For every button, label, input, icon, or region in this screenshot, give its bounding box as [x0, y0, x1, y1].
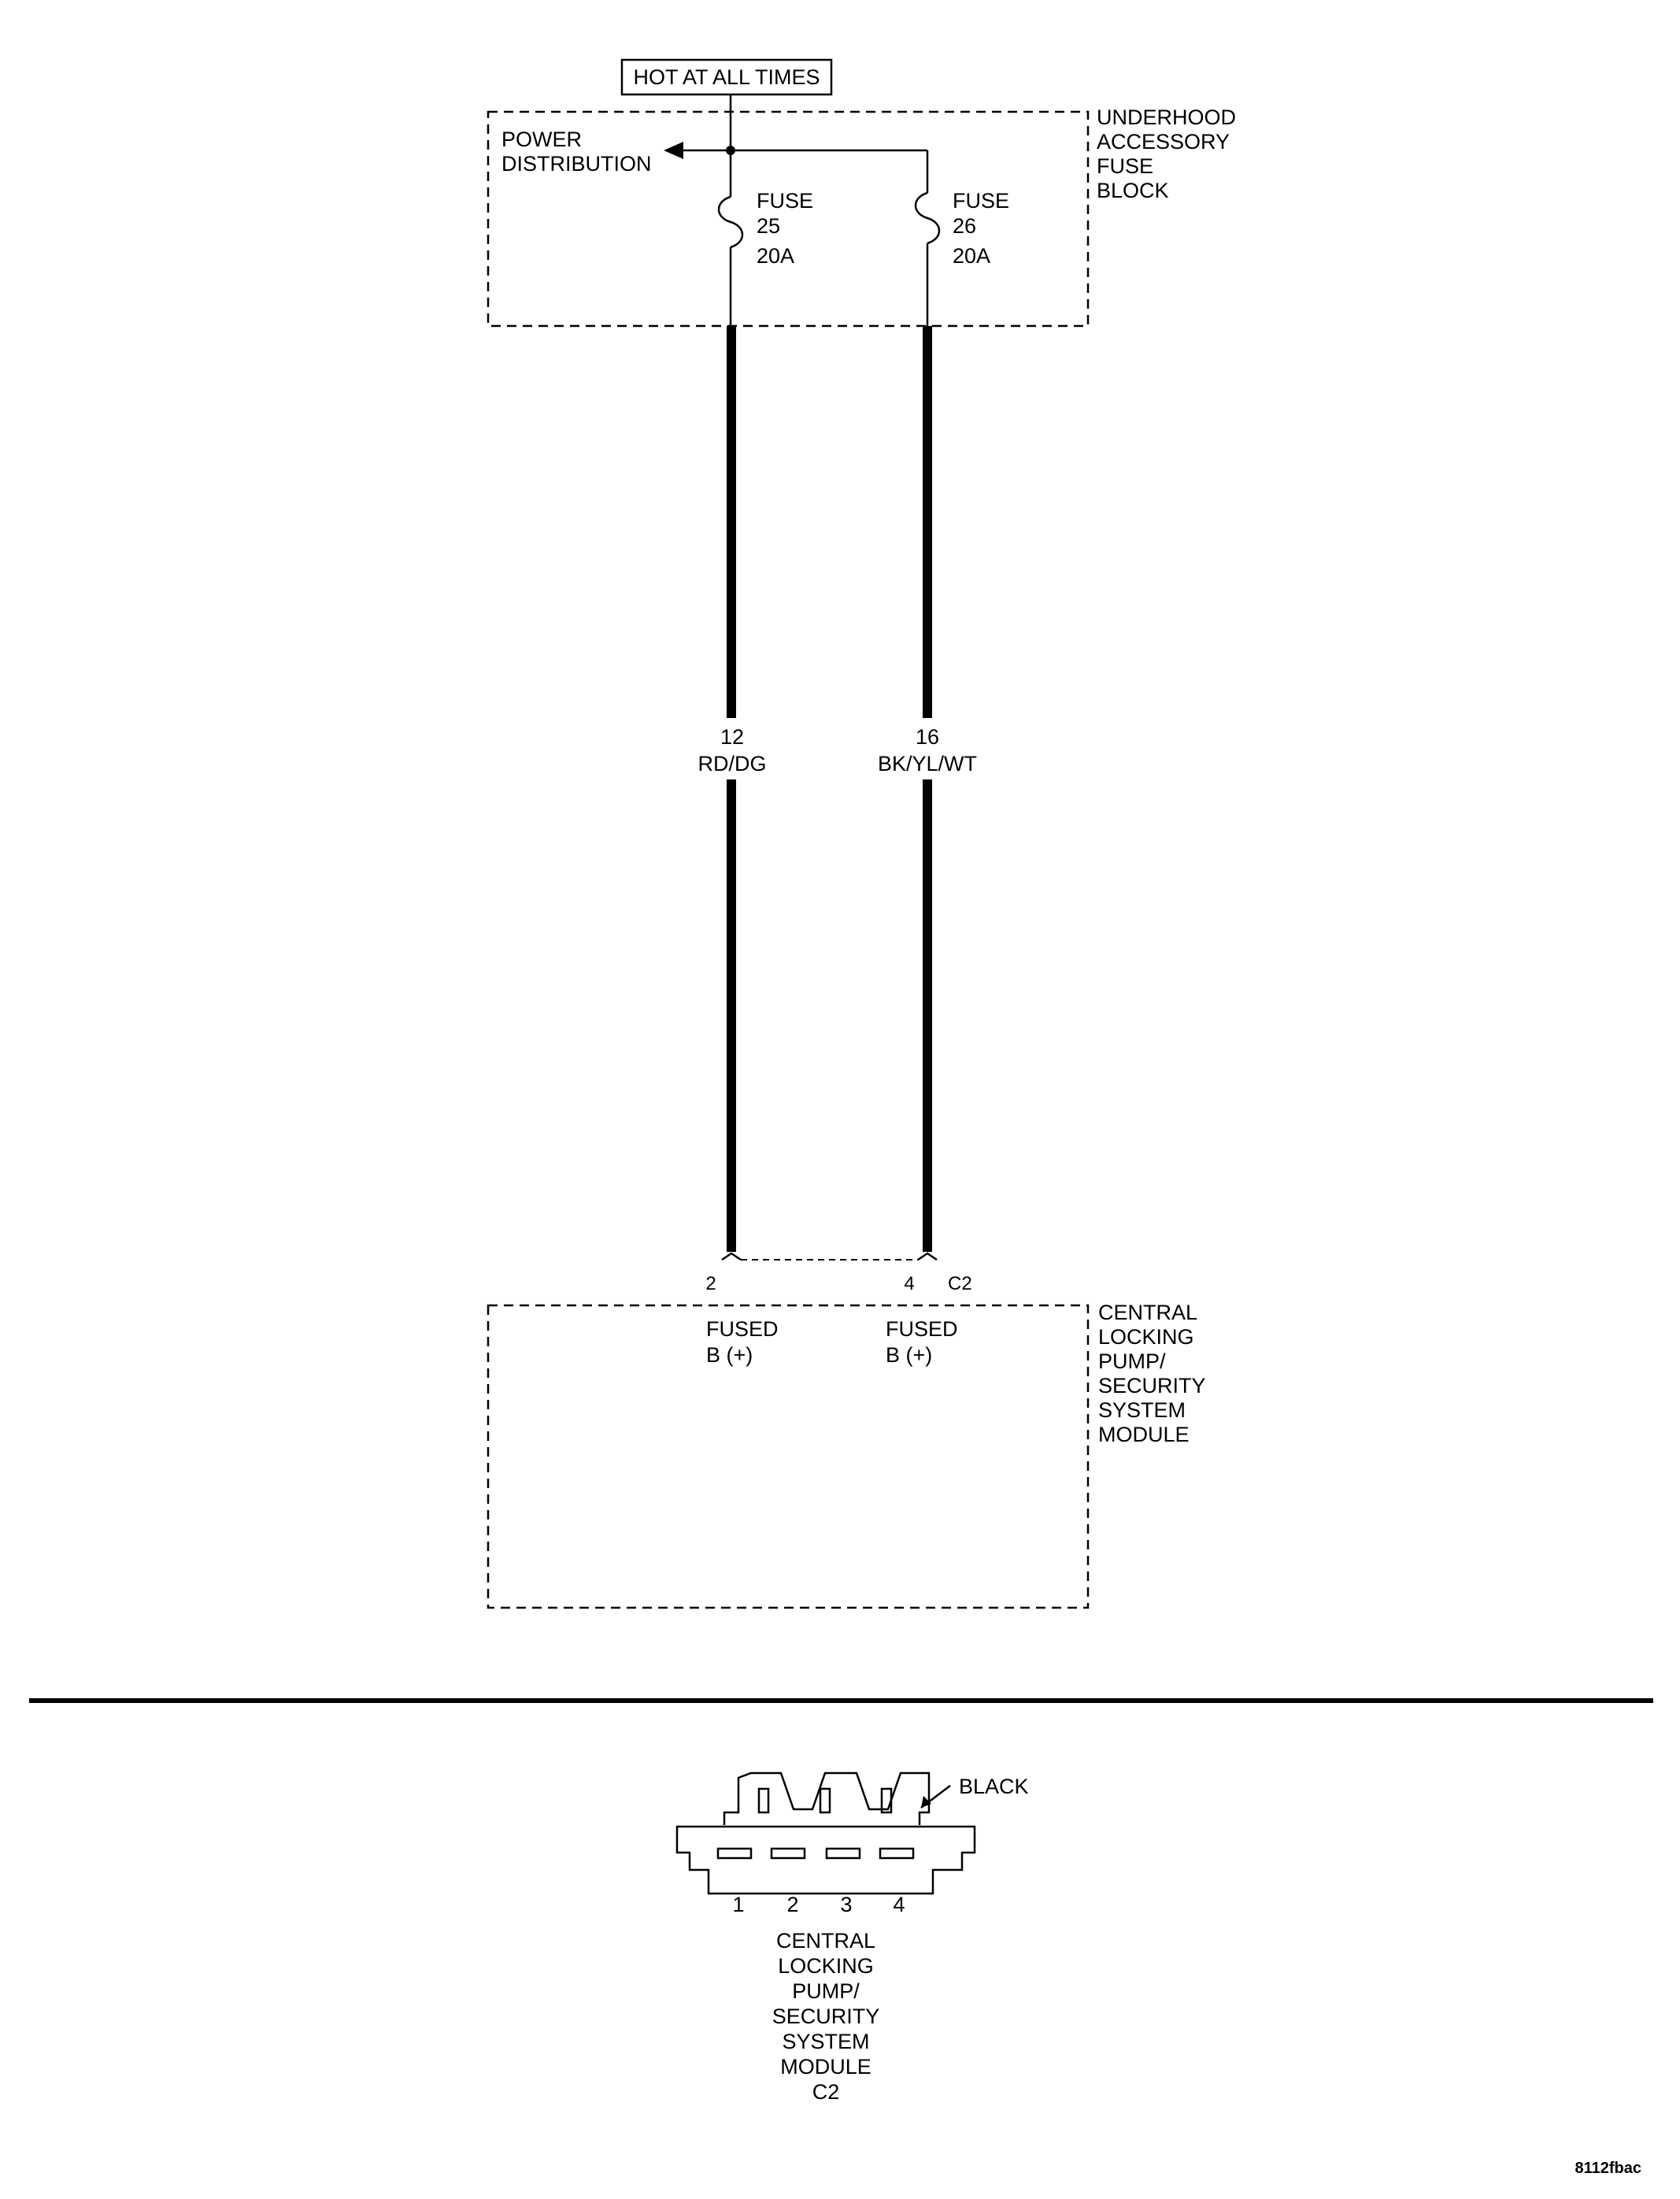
connector-name-line: MODULE — [780, 2055, 871, 2079]
power-distribution: POWER DISTRIBUTION — [501, 95, 929, 193]
wire-color: RD/DG — [698, 752, 767, 776]
terminal-slot — [716, 1847, 753, 1860]
connector-ref: C2 — [948, 1273, 972, 1294]
wire-gauge: 12 — [720, 725, 744, 749]
module-name-line: CENTRAL — [1098, 1301, 1197, 1324]
pin-number: 2 — [705, 1273, 716, 1294]
wire-rd-dg: 12 RD/DG — [698, 326, 767, 1261]
fuse-symbol-icon — [717, 195, 744, 249]
fuse-label: FUSE — [757, 189, 813, 213]
fuse-number: 25 — [757, 214, 780, 238]
fuse-number: 26 — [953, 214, 976, 238]
fuse-block-name-line: ACCESSORY — [1097, 130, 1230, 154]
terminal-slot — [825, 1847, 861, 1860]
pin-function-label: FUSED — [706, 1317, 779, 1341]
wire-gauge: 16 — [916, 725, 939, 749]
connector-name-line: LOCKING — [778, 1954, 874, 1978]
module-name: CENTRAL LOCKING PUMP/ SECURITY SYSTEM MO… — [1098, 1301, 1206, 1446]
connector-name-line: PUMP/ — [792, 1979, 860, 2003]
connector-name-line: CENTRAL — [776, 1929, 875, 1953]
terminal-slot — [879, 1847, 915, 1860]
fuse-block-outline — [487, 110, 1090, 328]
pin-number: 1 — [732, 1893, 744, 1916]
pin-number: 4 — [904, 1273, 914, 1294]
arrow-icon — [921, 1796, 931, 1808]
fuse-rating: 20A — [757, 244, 794, 268]
fuse-25: FUSE 25 20A — [717, 150, 813, 326]
module-name-line: LOCKING — [1098, 1325, 1194, 1349]
fuse-26: FUSE 26 20A — [914, 189, 1009, 326]
wire-color: BK/YL/WT — [878, 752, 977, 776]
connector-face-view: BLACK 1 2 3 4 CENTRAL LOCKING PUMP/ SECU… — [675, 1771, 1029, 2104]
module-name-line: PUMP/ — [1098, 1349, 1166, 1373]
fuse-rating: 20A — [953, 244, 990, 268]
connector-c2-pins: 2 4 C2 — [705, 1259, 972, 1294]
pin-function-label: B (+) — [706, 1343, 753, 1367]
terminal-slot — [770, 1847, 806, 1860]
arrow-left-icon — [664, 142, 683, 159]
pin-number: 2 — [786, 1893, 798, 1916]
pin-number: 4 — [893, 1893, 905, 1916]
hot-at-all-times-box: HOT AT ALL TIMES — [620, 58, 833, 96]
module-name-line: SECURITY — [1098, 1374, 1206, 1398]
connector-name-line: SYSTEM — [782, 2030, 869, 2053]
fuse-block-name-line: BLOCK — [1097, 179, 1169, 202]
module-name-line: SYSTEM — [1098, 1398, 1186, 1422]
figure-id: 8112fbac — [1575, 2160, 1641, 2177]
fuse-block-name-line: FUSE — [1097, 154, 1153, 178]
module-outline — [487, 1304, 1090, 1609]
connector-name-line: C2 — [812, 2080, 840, 2104]
wire-bk-yl-wt: 16 BK/YL/WT — [878, 326, 977, 1261]
module-name-line: MODULE — [1098, 1423, 1190, 1446]
hot-at-all-times-label: HOT AT ALL TIMES — [633, 65, 820, 89]
connector-color-label: BLACK — [959, 1775, 1029, 1798]
power-distribution-line: DISTRIBUTION — [501, 152, 652, 176]
pin-function-label: B (+) — [886, 1343, 932, 1367]
pin-number: 3 — [840, 1893, 852, 1916]
fuse-block-name: UNDERHOOD ACCESSORY FUSE BLOCK — [1097, 106, 1236, 202]
fuse-symbol-icon — [914, 191, 941, 245]
power-distribution-line: POWER — [501, 128, 582, 151]
module-pin-labels: FUSED B (+) FUSED B (+) — [706, 1317, 958, 1367]
pin-function-label: FUSED — [886, 1317, 958, 1341]
fuse-block-name-line: UNDERHOOD — [1097, 106, 1236, 129]
fuse-label: FUSE — [953, 189, 1009, 213]
connector-name-line: SECURITY — [772, 2005, 880, 2028]
